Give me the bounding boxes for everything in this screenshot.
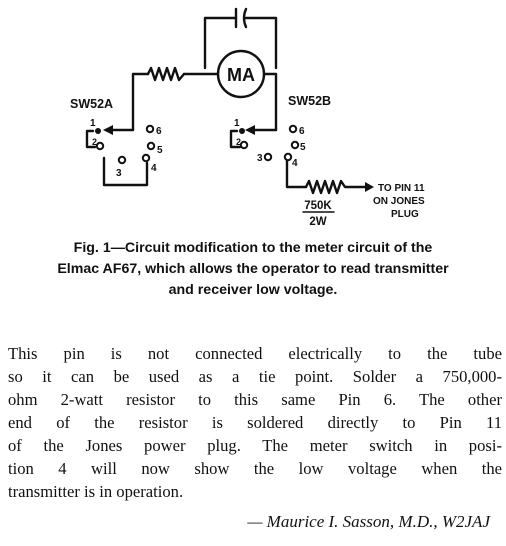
to-pin-label-line1: TO PIN 11 <box>378 183 425 194</box>
switch-a-contact-3 <box>117 155 127 165</box>
meter-label: MA <box>227 65 255 85</box>
capacitor-wire-right <box>244 16 278 70</box>
switch-a-pos-6: 6 <box>156 126 162 137</box>
article-paragraph: This pin is not connected electrically t… <box>8 342 502 503</box>
switch-a-contact-6 <box>145 124 155 134</box>
resistor-bottom <box>304 179 368 195</box>
switch-a-pos-2: 2 <box>92 137 97 147</box>
switch-a-bracket <box>85 129 97 149</box>
switch-b-pos-6: 6 <box>299 126 305 137</box>
switch-b-pos-5: 5 <box>300 142 306 153</box>
circuit-diagram: MA SW52A SW52B 1 2 3 4 5 6 1 2 3 4 5 6 7… <box>70 7 425 228</box>
switch-a-contact-5 <box>146 141 156 151</box>
switch-b-contact-4 <box>283 152 293 162</box>
paragraph-line-1: This pin is not connected electrically t… <box>8 344 502 363</box>
to-pin-arrowhead <box>365 182 374 192</box>
switch-a-arrowhead <box>103 125 113 135</box>
switch-b-pos-1: 1 <box>234 118 240 129</box>
caption-line-1: Fig. 1—Circuit modification to the meter… <box>73 240 433 256</box>
switch-b-arrowhead <box>245 125 255 135</box>
wire-meter-swb <box>262 72 278 132</box>
caption-line-3: and receiver low voltage. <box>168 282 338 298</box>
wire-resistor-swa <box>131 72 150 132</box>
switch-b-pos-3: 3 <box>257 153 263 164</box>
to-pin-label-line3: PLUG <box>391 209 419 220</box>
switch-a-pos-4: 4 <box>151 163 157 174</box>
figure-caption: Fig. 1—Circuit modification to the meter… <box>8 238 498 301</box>
capacitor-wire-left <box>203 16 238 70</box>
switch-a-contact-4 <box>141 153 151 163</box>
switch-a-label: SW52A <box>70 97 113 111</box>
switch-b-contact-1 <box>239 128 245 134</box>
resistor-top <box>146 66 186 82</box>
paragraph-line-3: ohm 2-watt resistor to this same Pin 6. … <box>8 390 502 409</box>
switch-a-contact-1 <box>95 128 101 134</box>
resistor-watt-label: 2W <box>309 216 326 228</box>
switch-b-contact-3 <box>263 152 273 162</box>
to-pin-label-line2: ON JONES <box>373 196 425 207</box>
wire-pos4-resistor <box>285 158 308 189</box>
switch-b-pos-2: 2 <box>236 137 241 147</box>
author-signature: — Maurice I. Sasson, M.D., W2JAJ <box>247 512 490 531</box>
paragraph-line-5: of the Jones power plug. The meter switc… <box>8 436 502 455</box>
capacitor-plate-right <box>242 7 248 29</box>
switch-a-pos-3: 3 <box>116 168 122 179</box>
paragraph-line-2: so it can be used as a tie point. Solder… <box>8 367 502 386</box>
switch-a-contact-2 <box>95 141 105 151</box>
switch-b-pos-4: 4 <box>292 158 298 169</box>
switch-b-contact-6 <box>288 124 298 134</box>
switch-b-contact-2 <box>239 140 249 150</box>
caption-line-2: Elmac AF67, which allows the operator to… <box>57 261 449 277</box>
paragraph-line-7: transmitter is in operation. <box>8 482 184 501</box>
resistor-value-label: 750K <box>304 200 332 212</box>
switch-a-jumper <box>102 156 149 187</box>
switch-a-pos-5: 5 <box>157 145 163 156</box>
paragraph-line-4: end of the resistor is soldered directly… <box>8 413 502 432</box>
switch-a-pos-1: 1 <box>90 118 96 129</box>
switch-b-contact-5 <box>290 140 300 150</box>
paragraph-line-6: tion 4 will now show the low voltage whe… <box>8 459 502 478</box>
switch-b-bracket <box>229 129 242 149</box>
switch-b-label: SW52B <box>288 94 331 108</box>
